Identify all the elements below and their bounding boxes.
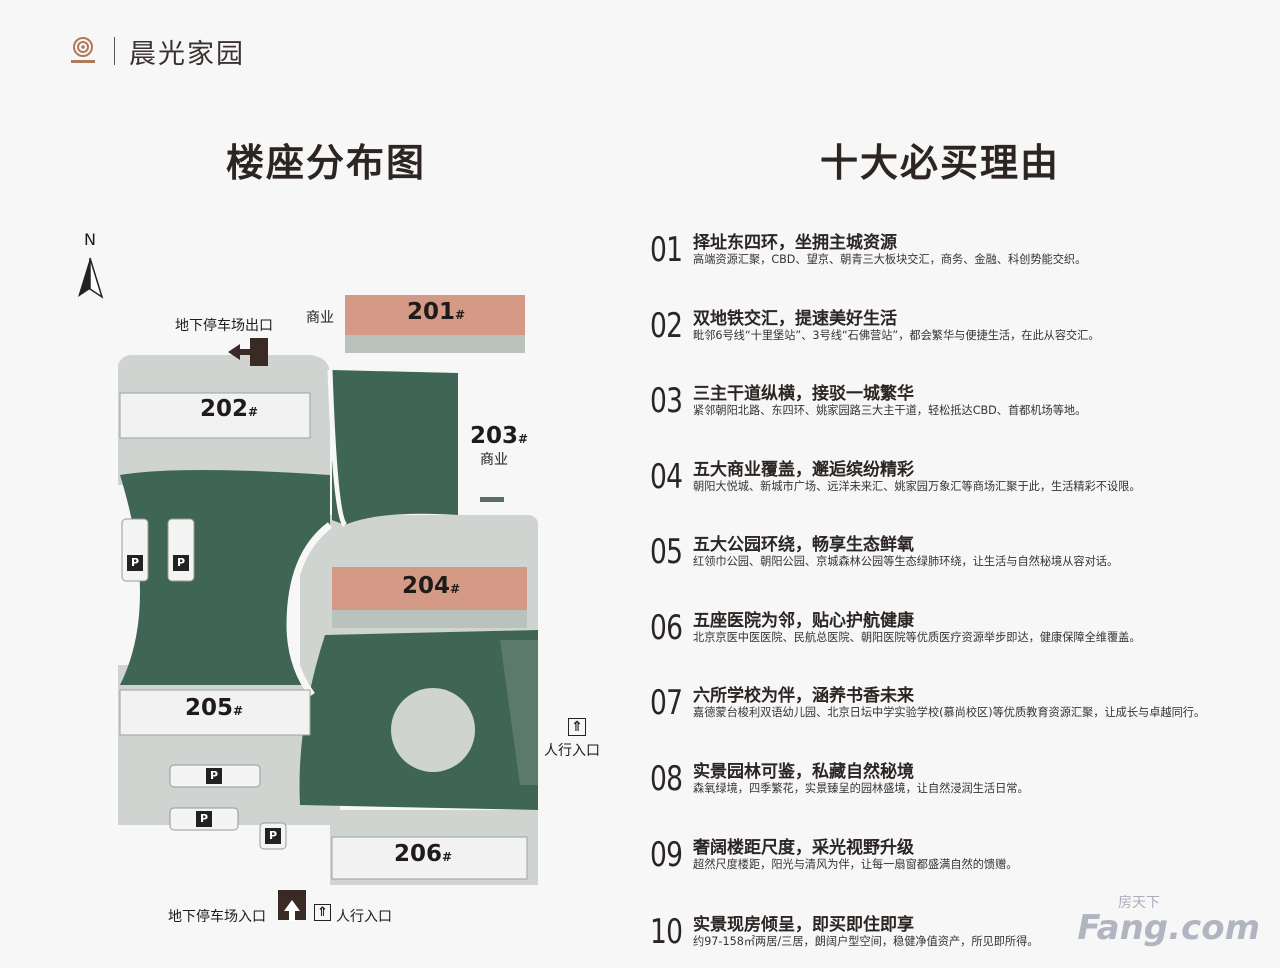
entrance-arrow-icon: [284, 900, 300, 921]
road-north: [327, 369, 348, 527]
building-202-block: [119, 392, 311, 439]
reasons-title: 十大必买理由: [820, 141, 1061, 185]
parking-exit-gate: [250, 338, 268, 366]
pedestrian-entrance-east-label: 人行入口: [544, 743, 600, 759]
parking-icon: P: [196, 811, 212, 827]
building-203-label: 203#: [470, 423, 529, 449]
reason-title: 双地铁交汇，提速美好生活: [693, 309, 897, 329]
north-label: N: [84, 230, 96, 249]
green-zone-east: [500, 640, 538, 785]
watermark-sub: 房天下: [1118, 895, 1160, 911]
reason-item: 08 实景园林可鉴，私藏自然秘境 森氧绿境，四季繁花，实景臻呈的园林盛境，让自然…: [650, 755, 1240, 815]
parking-pad-1: [121, 518, 149, 582]
header-divider: [114, 37, 115, 65]
reason-item: 09 奢阔楼距尺度，采光视野升级 超然尺度楼距，阳光与清风为伴，让每一扇窗都盛满…: [650, 831, 1240, 891]
parking-icon: P: [265, 828, 281, 844]
reason-desc: 红领巾公园、朝阳公园、京城森林公园等生态绿肺环绕，让生活与自然秘境从容对话。: [693, 555, 1119, 568]
logo-icon: [68, 35, 98, 67]
parking-icon: P: [206, 768, 222, 784]
building-201-shadow: [345, 335, 525, 353]
north-arrow-icon: [78, 257, 104, 299]
parking-icon: P: [127, 555, 143, 571]
building-201-label: 201#: [407, 299, 466, 325]
reason-item: 05 五大公园环绕，畅享生态鲜氧 红领巾公园、朝阳公园、京城森林公园等生态绿肺环…: [650, 528, 1240, 588]
reason-title: 择址东四环，坐拥主城资源: [693, 233, 897, 253]
parking-entrance-label: 地下停车场入口: [168, 909, 266, 925]
reason-desc: 约97-158㎡两居/三居，朗阔户型空间，稳健净值资产，所见即所得。: [693, 935, 1039, 948]
reason-title: 实景现房倾呈，即买即住即享: [693, 915, 914, 935]
commercial-203-label: 商业: [480, 452, 508, 468]
reason-title: 五大商业覆盖，邂逅缤纷精彩: [693, 460, 914, 480]
road-curve: [286, 522, 333, 698]
building-206-label: 206#: [394, 841, 453, 867]
reason-number: 10: [650, 912, 683, 952]
reason-number: 04: [650, 457, 683, 497]
reason-number: 02: [650, 306, 683, 346]
reason-number: 07: [650, 683, 683, 723]
building-205-block: [119, 689, 311, 736]
reason-number: 01: [650, 230, 683, 270]
reason-title: 实景园林可鉴，私藏自然秘境: [693, 762, 914, 782]
reason-desc: 朝阳大悦城、新城市广场、远洋未来汇、姚家园万象汇等商场汇聚于此，生活精彩不设限。: [693, 480, 1141, 493]
reason-title: 五大公园环绕，畅享生态鲜氧: [693, 535, 914, 555]
green-zone-north: [332, 370, 458, 525]
reason-desc: 超然尺度楼距，阳光与清风为伴，让每一扇窗都盛满自然的馈赠。: [693, 858, 1018, 871]
building-204-shadow: [332, 610, 527, 628]
parking-pad-2: [167, 518, 195, 582]
watermark-logo: Fang.com: [1077, 908, 1260, 948]
reason-desc: 北京京医中医医院、民航总医院、朝阳医院等优质医疗资源举步即达，健康保障全维覆盖。: [693, 631, 1141, 644]
reason-item: 02 双地铁交汇，提速美好生活 毗邻6号线“十里堡站”、3号线“石佛营站”，都会…: [650, 302, 1240, 362]
reason-item: 06 五座医院为邻，贴心护航健康 北京京医中医医院、民航总医院、朝阳医院等优质医…: [650, 604, 1240, 664]
parking-exit-label: 地下停车场出口: [175, 318, 273, 334]
pedestrian-icon: ⇑: [568, 718, 586, 736]
reason-number: 08: [650, 759, 683, 799]
building-202-label: 202#: [200, 396, 259, 422]
reason-desc: 高端资源汇聚，CBD、望京、朝青三大板块交汇，商务、金融、科创势能交织。: [693, 253, 1087, 266]
exit-arrow-icon: [228, 344, 254, 360]
central-plaza: [391, 688, 475, 772]
pedestrian-south-icon: ⇑: [314, 904, 331, 921]
reason-title: 五座医院为邻，贴心护航健康: [693, 611, 914, 631]
reason-item: 03 三主干道纵横，接驳一城繁华 紧邻朝阳北路、东四环、姚家园路三大主干道，轻松…: [650, 377, 1240, 437]
reason-item: 10 实景现房倾呈，即买即住即享 约97-158㎡两居/三居，朗阔户型空间，稳健…: [650, 908, 1240, 968]
reason-number: 06: [650, 608, 683, 648]
reason-item: 04 五大商业覆盖，邂逅缤纷精彩 朝阳大悦城、新城市广场、远洋未来汇、姚家园万象…: [650, 453, 1240, 513]
building-206-block: [331, 836, 528, 880]
building-205-label: 205#: [185, 695, 244, 721]
reason-desc: 毗邻6号线“十里堡站”、3号线“石佛营站”，都会繁华与便捷生活，在此从容交汇。: [693, 329, 1100, 342]
reason-item: 01 择址东四环，坐拥主城资源 高端资源汇聚，CBD、望京、朝青三大板块交汇，商…: [650, 226, 1240, 286]
building-204-label: 204#: [402, 573, 461, 599]
reason-desc: 嘉德蒙台梭利双语幼儿园、北京日坛中学实验学校(慕尚校区)等优质教育资源汇聚，让成…: [693, 706, 1206, 719]
building-203-strip: [480, 497, 504, 502]
pedestrian-entrance-south-label: 人行入口: [336, 909, 392, 925]
map-title: 楼座分布图: [226, 141, 427, 185]
header: 晨光家园: [68, 34, 245, 70]
reason-title: 六所学校为伴，涵养书香未来: [693, 686, 914, 706]
reason-number: 09: [650, 835, 683, 875]
reason-number: 05: [650, 532, 683, 572]
parking-icon: P: [173, 555, 189, 571]
reason-desc: 紧邻朝阳北路、东四环、姚家园路三大主干道，轻松抵达CBD、首都机场等地。: [693, 404, 1087, 417]
site-plan-graphic: [78, 257, 538, 921]
reason-desc: 森氧绿境，四季繁花，实景臻呈的园林盛境，让自然浸润生活日常。: [693, 782, 1029, 795]
site-plan-map: N 地下停车场出口 商业 201# 202# 203# 商业 204# 205#…: [60, 225, 620, 945]
reason-number: 03: [650, 381, 683, 421]
reason-title: 三主干道纵横，接驳一城繁华: [693, 384, 914, 404]
reason-item: 07 六所学校为伴，涵养书香未来 嘉德蒙台梭利双语幼儿园、北京日坛中学实验学校(…: [650, 679, 1240, 739]
reason-title: 奢阔楼距尺度，采光视野升级: [693, 838, 914, 858]
brand-name: 晨光家园: [129, 38, 245, 70]
commercial-201-label: 商业: [306, 310, 334, 326]
